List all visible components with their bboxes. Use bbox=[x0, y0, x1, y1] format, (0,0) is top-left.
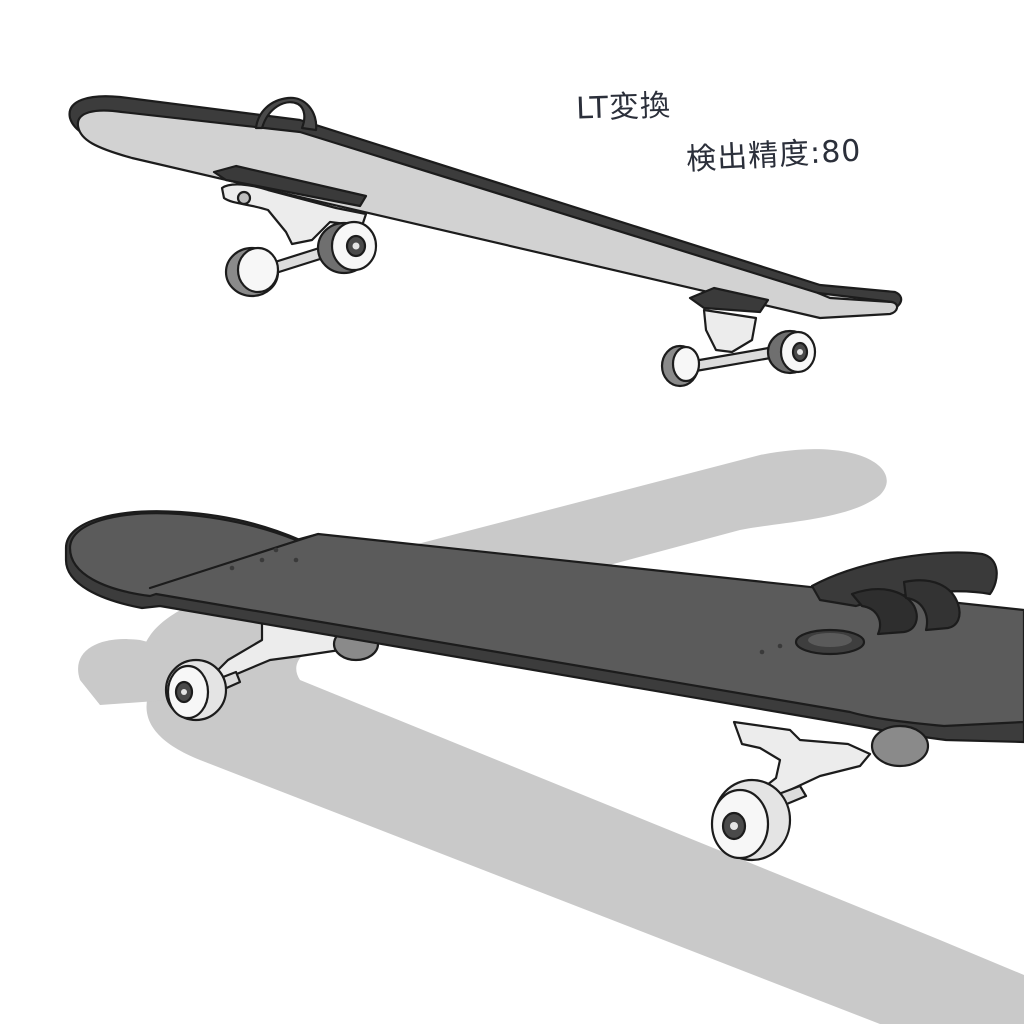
top-front-truck bbox=[702, 308, 758, 354]
top-rear-wheel-left bbox=[224, 246, 280, 298]
bottom-rear-wheel-left bbox=[164, 658, 228, 722]
bottom-foot-strap bbox=[794, 551, 998, 656]
bottom-front-wheel-left bbox=[710, 778, 792, 862]
top-rear-baseplate bbox=[212, 164, 368, 208]
bottom-front-wheel-right bbox=[870, 724, 930, 768]
top-foot-strap bbox=[254, 96, 318, 132]
top-front-wheel-left bbox=[660, 344, 701, 388]
bottom-deck-top bbox=[68, 512, 1024, 728]
top-rear-wheel-right bbox=[316, 220, 378, 275]
top-front-wheel-right bbox=[766, 329, 817, 375]
top-rear-truck bbox=[220, 183, 368, 246]
annotation-lt-transform: LT変換 bbox=[575, 88, 672, 127]
bottom-deck-bolts bbox=[229, 547, 783, 655]
top-deck-underside bbox=[76, 109, 899, 320]
top-front-baseplate bbox=[688, 286, 770, 314]
top-skateboard bbox=[68, 95, 903, 388]
annotation-detection-accuracy: 検出精度:80 bbox=[685, 133, 863, 178]
bottom-skateboard bbox=[64, 510, 1024, 862]
